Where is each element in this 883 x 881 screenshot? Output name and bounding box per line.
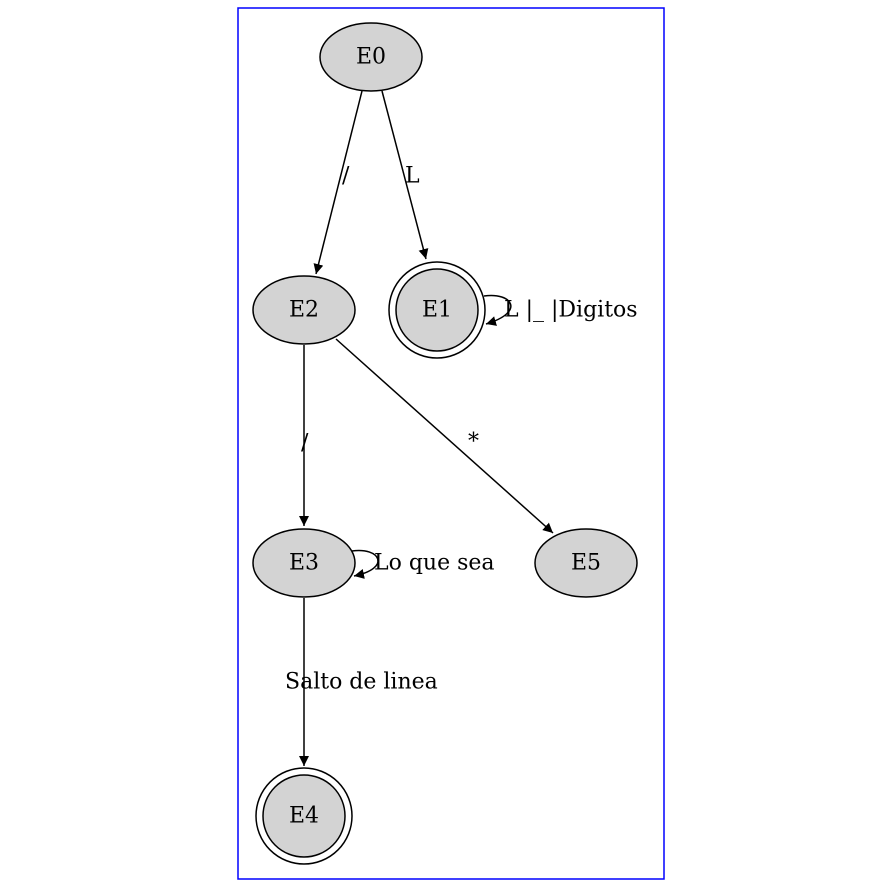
state-e3: E3 [252, 528, 356, 598]
cluster-border [237, 7, 665, 880]
edge-label-e2-e3: / [301, 431, 309, 456]
edge-labels: / L L |_ |Digitos / * Lo que sea Salto d… [285, 164, 638, 695]
edge-label-e3-loop: Lo que sea [374, 551, 495, 576]
edge-e3-loop [351, 549, 379, 579]
state-label: E5 [571, 551, 601, 576]
edges [299, 90, 554, 766]
edge-label-e0-e1: L [405, 164, 420, 189]
state-e1: E1 [388, 261, 486, 359]
state-label: E0 [356, 45, 386, 70]
edge-label-e2-e5: * [468, 430, 479, 455]
state-e4: E4 [255, 767, 353, 865]
state-label: E3 [289, 551, 319, 576]
state-e2: E2 [252, 275, 356, 345]
edge-label-e1-loop: L |_ |Digitos [504, 298, 638, 323]
state-label: E1 [422, 298, 452, 323]
edge-e2-e5 [335, 338, 554, 534]
state-label: E2 [289, 298, 319, 323]
edge-e1-loop [483, 294, 512, 326]
state-e0: E0 [319, 22, 423, 92]
edge-e0-e2 [313, 90, 363, 275]
edge-label-e3-e4: Salto de linea [285, 670, 438, 695]
state-e5: E5 [534, 528, 638, 598]
edge-label-e0-e2: / [342, 164, 350, 189]
nodes: E0 E1 E2 E3 E4 E5 [252, 22, 638, 865]
state-label: E4 [289, 804, 319, 829]
edge-e0-e1 [381, 90, 429, 260]
